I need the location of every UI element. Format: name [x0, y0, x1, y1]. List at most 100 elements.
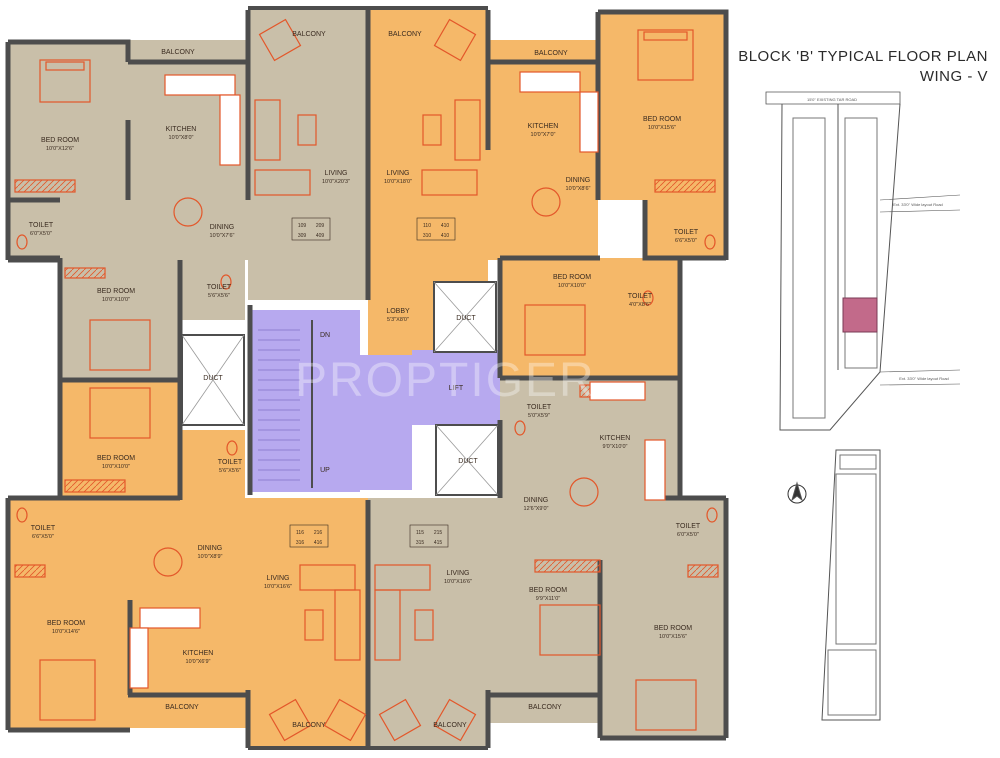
bed-icon	[89, 319, 151, 371]
label-lobby: LOBBY	[386, 308, 410, 315]
unit-code: 110	[423, 223, 431, 229]
label-tr-bedroom: BED ROOM	[643, 116, 681, 123]
label-stair-up: UP	[320, 467, 330, 474]
lift-shaft	[412, 350, 500, 425]
dim-tr-toilet2: 4'0"X8'6"	[629, 302, 651, 308]
label-bot-balcony-b: BALCONY	[433, 722, 467, 729]
dim-tr-dining: 10'0"X8'6"	[566, 186, 591, 192]
bed-icon	[539, 604, 601, 656]
unit-code: 416	[314, 540, 323, 546]
label-tl-bedroom: BED ROOM	[41, 137, 79, 144]
label-tl-dining: DINING	[210, 224, 235, 231]
dim-bl-kitchen: 10'0"X6'9"	[186, 659, 211, 665]
label-bl-bedroom: BED ROOM	[47, 620, 85, 627]
key-plan: 15'0" EXISTING TAR ROAD Ext. 33'0" Wide …	[765, 91, 961, 721]
label-bl-toilet: TOILET	[31, 525, 56, 532]
label-ml-bedroom: BED ROOM	[97, 455, 135, 462]
label-tr-toilet: TOILET	[674, 229, 699, 236]
dim-tr-bedroom2: 10'0"X10'0"	[558, 283, 586, 289]
label-bot-balcony-a: BALCONY	[292, 722, 326, 729]
sofa-icon	[454, 99, 481, 161]
label-tl-balcony: BALCONY	[161, 49, 195, 56]
dim-ml-toilet: 5'6"X5'6"	[219, 468, 241, 474]
plan-title: BLOCK 'B' TYPICAL FLOOR PLAN	[738, 48, 988, 65]
toilet-icon	[226, 440, 238, 456]
dim-mr-toilet: 5'0"X5'9"	[528, 413, 550, 419]
watermark: PROPTIGER	[295, 354, 596, 407]
label-tr-toilet2: TOILET	[628, 293, 653, 300]
unit-code: 209	[316, 223, 325, 229]
unit-code: 109	[298, 223, 307, 229]
bed-icon	[524, 304, 586, 356]
label-br-bedroom2: BED ROOM	[654, 625, 692, 632]
unit-bottom-left	[8, 380, 368, 748]
dim-ml-bedroom: 10'0"X10'0"	[102, 464, 130, 470]
road-label-low: Ext. 33'0" Wide layout Road	[899, 376, 949, 381]
label-tr-kitchen: KITCHEN	[528, 123, 559, 130]
dining-table-icon	[153, 547, 183, 577]
road-label-top: 15'0" EXISTING TAR ROAD	[807, 97, 857, 102]
unit-code: 315	[416, 540, 425, 546]
label-br-balcony: BALCONY	[528, 704, 562, 711]
bed-icon	[635, 679, 697, 731]
label-bl-kitchen: KITCHEN	[183, 650, 214, 657]
label-tl-living: LIVING	[325, 170, 348, 177]
label-tl-kitchen: KITCHEN	[166, 126, 197, 133]
label-duct-left: DUCT	[203, 375, 223, 382]
dim-tl-toilet: 6'0"X5'0"	[30, 231, 52, 237]
label-top-balcony-b: BALCONY	[388, 31, 422, 38]
toilet-icon	[16, 507, 28, 523]
dim-tr-bedroom: 10'0"X15'6"	[648, 125, 676, 131]
bed-icon	[637, 29, 694, 81]
label-tr-balcony: BALCONY	[534, 50, 568, 57]
unit-codes: 109 209 309 409 110 410 310 410 116 216 …	[289, 217, 456, 548]
dim-br-bedroom2: 10'0"X15'6"	[659, 634, 687, 640]
label-tl-bedroom2: BED ROOM	[97, 288, 135, 295]
dim-bl-dining: 10'0"X8'9"	[198, 554, 223, 560]
bed-icon	[39, 59, 91, 103]
dim-br-bedroom: 9'9"X11'0"	[536, 596, 561, 602]
dim-tl-bedroom2: 10'0"X10'0"	[102, 297, 130, 303]
label-duct-top: DUCT	[456, 315, 476, 322]
unit-code: 116	[296, 530, 304, 536]
walls	[5, 6, 729, 750]
dim-br-living: 10'0"X16'6"	[444, 579, 472, 585]
sofa-icon	[254, 99, 281, 161]
unit-code: 216	[314, 530, 323, 536]
bed-icon	[89, 387, 151, 439]
dim-mr-dining: 12'6"X9'0"	[524, 506, 549, 512]
label-br-living: LIVING	[447, 570, 470, 577]
toilet-icon	[706, 507, 718, 523]
label-mr-toilet: TOILET	[527, 404, 552, 411]
toilet-icon	[704, 234, 716, 250]
bed-icon	[39, 659, 96, 721]
chair-icon	[433, 18, 477, 62]
label-mr-kitchen: KITCHEN	[600, 435, 631, 442]
label-mr-dining: DINING	[524, 497, 549, 504]
dim-bl-living: 10'0"X16'6"	[264, 584, 292, 590]
dim-tl-living: 10'0"X20'3"	[322, 179, 350, 185]
label-duct-bottom: DUCT	[458, 458, 478, 465]
toilet-icon	[220, 274, 232, 290]
label-tr-bedroom2: BED ROOM	[553, 274, 591, 281]
road-label-mid: Ext. 33'0" Wide layout Road	[893, 202, 943, 207]
label-ml-toilet: TOILET	[218, 459, 243, 466]
dining-table-icon	[569, 477, 599, 507]
wing-v-highlight	[842, 297, 878, 333]
dim-tl-bedroom: 10'0"X12'6"	[46, 146, 74, 152]
unit-code: 410	[441, 223, 450, 229]
furniture	[14, 18, 719, 742]
label-tr-dining: DINING	[566, 177, 591, 184]
room-labels: BALCONY BALCONY BALCONY BALCONY BED ROOM…	[29, 31, 701, 729]
dim-tl-dining: 10'0"X7'6"	[210, 233, 235, 239]
label-bl-dining: DINING	[198, 545, 223, 552]
label-tl-toilet2: TOILET	[207, 284, 232, 291]
toilet-icon	[514, 420, 526, 436]
label-tl-toilet: TOILET	[29, 222, 54, 229]
chair-icon	[433, 698, 477, 742]
toilet-icon	[642, 290, 654, 306]
dim-mr-kitchen: 9'0"X10'0"	[603, 444, 628, 450]
unit-code: 115	[416, 530, 424, 536]
dining-table-icon	[531, 187, 561, 217]
plan-subtitle: WING - V	[919, 68, 988, 85]
